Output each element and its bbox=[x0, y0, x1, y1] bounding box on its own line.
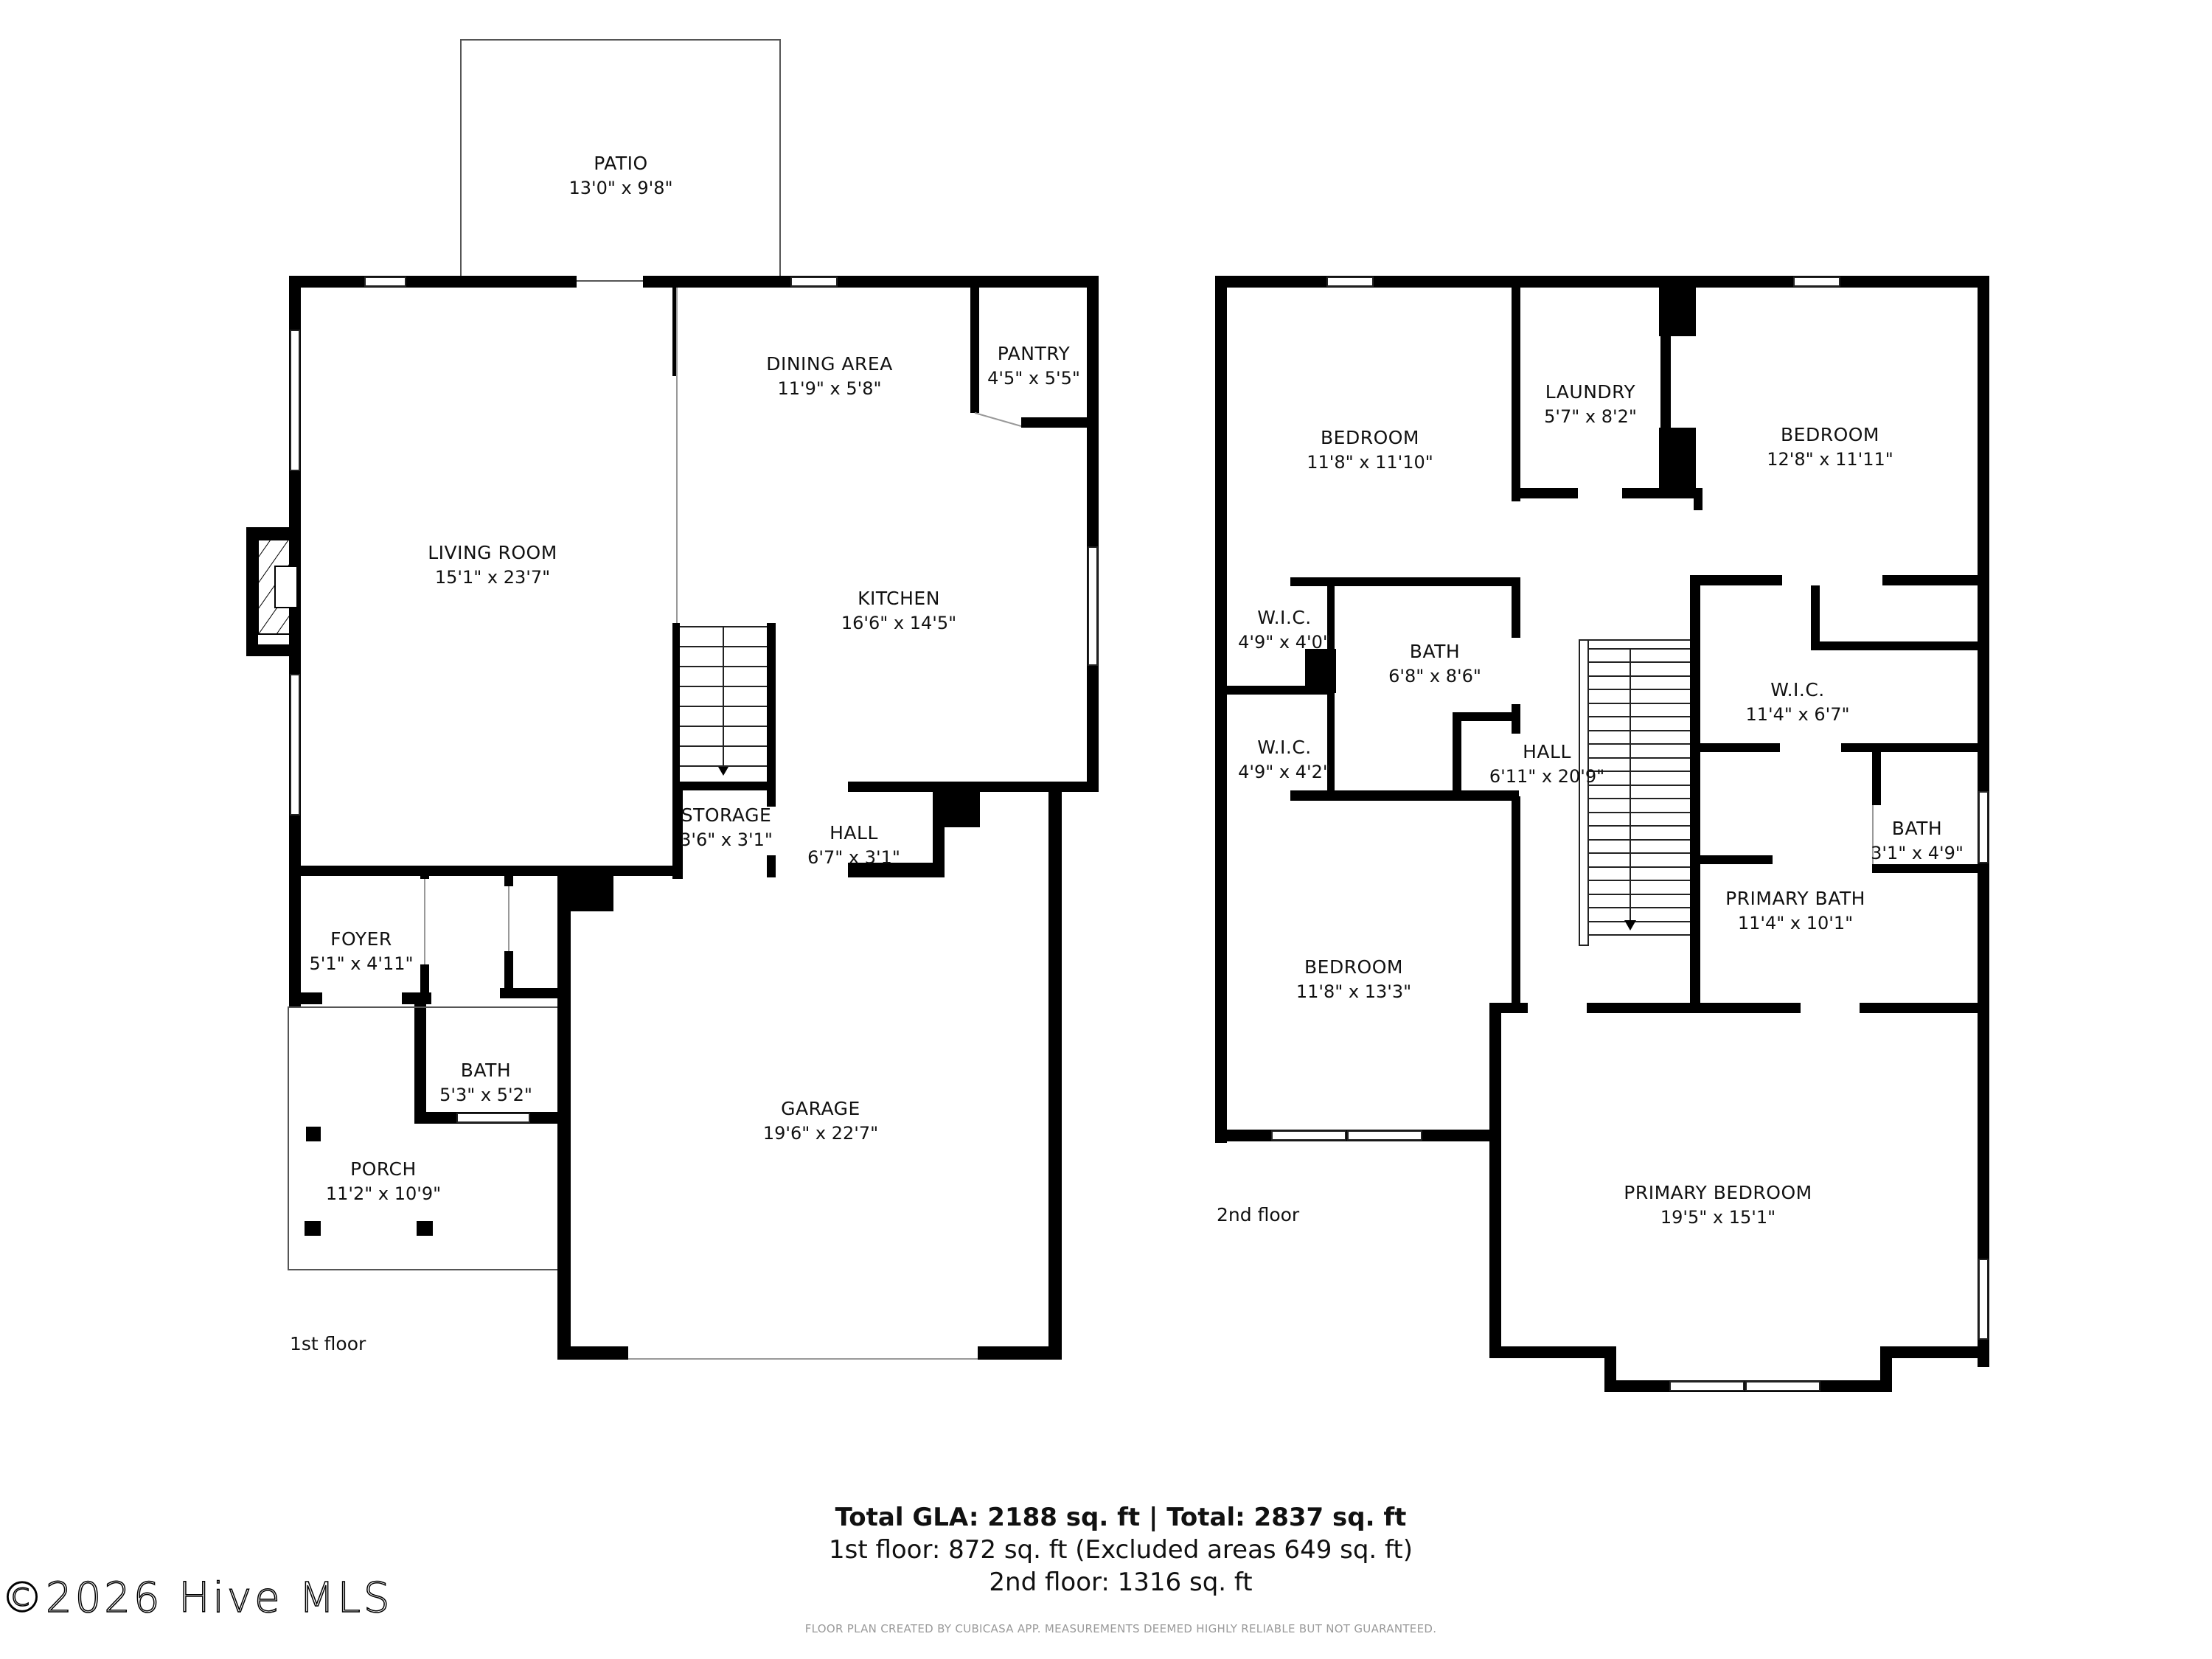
room-wic: W.I.C. 11'4" x 6'7" bbox=[1745, 678, 1849, 726]
window bbox=[1793, 276, 1840, 287]
window bbox=[456, 1113, 530, 1123]
room-bath: BATH 3'1" x 4'9" bbox=[1871, 816, 1964, 865]
room-dimensions: 4'5" x 5'5" bbox=[987, 367, 1080, 389]
room-bath: BATH 6'8" x 8'6" bbox=[1388, 639, 1481, 688]
room-name: W.I.C. bbox=[1257, 736, 1312, 758]
window bbox=[790, 276, 838, 287]
window bbox=[1088, 546, 1098, 666]
room-name: BATH bbox=[1409, 640, 1461, 662]
room-dimensions: 13'0" x 9'8" bbox=[568, 177, 673, 198]
room-bedroom: BEDROOM 11'8" x 13'3" bbox=[1296, 955, 1411, 1004]
room-kitchen: KITCHEN 16'6" x 14'5" bbox=[841, 586, 956, 635]
room-name: FOYER bbox=[330, 928, 392, 950]
room-laundry: LAUNDRY 5'7" x 8'2" bbox=[1544, 380, 1637, 428]
room-wic: W.I.C. 4'9" x 4'2" bbox=[1238, 735, 1331, 784]
second-floor-plan bbox=[1215, 276, 1989, 1392]
room-dimensions: 5'3" x 5'2" bbox=[439, 1084, 532, 1105]
room-wic: W.I.C. 4'9" x 4'0" bbox=[1238, 605, 1331, 654]
room-dimensions: 19'6" x 22'7" bbox=[762, 1122, 879, 1144]
room-porch: PORCH 11'2" x 10'9" bbox=[326, 1157, 441, 1206]
first-floor-area: 1st floor: 872 sq. ft (Excluded areas 64… bbox=[828, 1535, 1413, 1565]
room-dimensions: 11'2" x 10'9" bbox=[325, 1183, 442, 1204]
room-dimensions: 6'8" x 8'6" bbox=[1388, 665, 1481, 686]
room-name: PORCH bbox=[350, 1158, 417, 1180]
room-storage: STORAGE 3'6" x 3'1" bbox=[680, 803, 773, 852]
window bbox=[1326, 276, 1374, 287]
patio-outline bbox=[460, 39, 781, 282]
room-name: PATIO bbox=[594, 152, 648, 174]
room-dimensions: 6'7" x 3'1" bbox=[807, 846, 900, 868]
room-dimensions: 15'1" x 23'7" bbox=[434, 566, 551, 588]
floor-label-first: 1st floor bbox=[290, 1333, 366, 1354]
window bbox=[290, 674, 300, 815]
room-name: HALL bbox=[830, 821, 878, 844]
room-name: BEDROOM bbox=[1321, 426, 1419, 448]
room-name: HALL bbox=[1523, 740, 1571, 762]
room-name: PANTRY bbox=[997, 342, 1071, 364]
window bbox=[1978, 1259, 1989, 1340]
area-summary: Total GLA: 2188 sq. ft | Total: 2837 sq.… bbox=[605, 1501, 1637, 1599]
porch-column bbox=[306, 1127, 321, 1141]
room-foyer: FOYER 5'1" x 4'11" bbox=[309, 927, 413, 975]
porch-column bbox=[417, 1221, 433, 1236]
room-primary-bedroom: PRIMARY BEDROOM 19'5" x 15'1" bbox=[1624, 1180, 1812, 1229]
room-living-room: LIVING ROOM 15'1" x 23'7" bbox=[428, 540, 557, 589]
room-dimensions: 12'8" x 11'11" bbox=[1767, 448, 1893, 470]
room-hall: HALL 6'7" x 3'1" bbox=[807, 821, 900, 869]
room-dimensions: 5'1" x 4'11" bbox=[309, 953, 414, 974]
room-name: W.I.C. bbox=[1257, 606, 1312, 628]
room-dining-area: DINING AREA 11'9" x 5'8" bbox=[766, 352, 893, 400]
room-dimensions: 11'8" x 13'3" bbox=[1295, 981, 1412, 1002]
room-name: PRIMARY BEDROOM bbox=[1624, 1181, 1812, 1203]
room-dimensions: 11'9" x 5'8" bbox=[777, 378, 882, 399]
stairs-icon bbox=[672, 623, 776, 789]
room-dimensions: 11'4" x 6'7" bbox=[1745, 703, 1850, 725]
room-garage: GARAGE 19'6" x 22'7" bbox=[763, 1096, 878, 1145]
floor-label-second: 2nd floor bbox=[1217, 1204, 1300, 1225]
room-dimensions: 3'6" x 3'1" bbox=[680, 829, 773, 850]
room-dimensions: 5'7" x 8'2" bbox=[1544, 406, 1637, 427]
window bbox=[364, 276, 406, 287]
room-dimensions: 16'6" x 14'5" bbox=[841, 612, 957, 633]
copyright-watermark: ©2026 Hive MLS bbox=[1, 1573, 393, 1623]
total-area: Total GLA: 2188 sq. ft | Total: 2837 sq.… bbox=[835, 1503, 1407, 1532]
window bbox=[1347, 1130, 1422, 1141]
room-bath: BATH 5'3" x 5'2" bbox=[439, 1058, 532, 1107]
room-name: BATH bbox=[1891, 817, 1943, 839]
window bbox=[1271, 1130, 1346, 1141]
room-dimensions: 3'1" x 4'9" bbox=[1871, 842, 1964, 863]
room-patio: PATIO 13'0" x 9'8" bbox=[568, 151, 672, 200]
room-pantry: PANTRY 4'5" x 5'5" bbox=[987, 341, 1080, 390]
disclaimer: FLOOR PLAN CREATED BY CUBICASA APP. MEAS… bbox=[804, 1622, 1437, 1635]
room-name: BEDROOM bbox=[1781, 423, 1879, 445]
stairs-icon bbox=[1579, 639, 1690, 946]
window bbox=[1978, 791, 1989, 863]
room-name: PRIMARY BATH bbox=[1725, 887, 1865, 909]
room-dimensions: 4'9" x 4'0" bbox=[1238, 631, 1331, 653]
window bbox=[290, 330, 300, 471]
room-name: DINING AREA bbox=[766, 352, 893, 375]
room-bedroom: BEDROOM 11'8" x 11'10" bbox=[1307, 425, 1433, 474]
room-dimensions: 6'11" x 20'9" bbox=[1489, 765, 1605, 787]
room-dimensions: 11'4" x 10'1" bbox=[1737, 912, 1854, 933]
room-dimensions: 11'8" x 11'10" bbox=[1307, 451, 1433, 473]
room-name: W.I.C. bbox=[1770, 678, 1825, 700]
room-hall: HALL 6'11" x 20'9" bbox=[1489, 740, 1604, 788]
window bbox=[1669, 1381, 1745, 1391]
room-name: LAUNDRY bbox=[1545, 380, 1636, 403]
room-name: BATH bbox=[460, 1059, 512, 1081]
room-name: LIVING ROOM bbox=[428, 541, 557, 563]
room-dimensions: 19'5" x 15'1" bbox=[1660, 1206, 1776, 1228]
room-dimensions: 4'9" x 4'2" bbox=[1238, 761, 1331, 782]
second-floor-area: 2nd floor: 1316 sq. ft bbox=[989, 1568, 1253, 1598]
room-name: STORAGE bbox=[681, 804, 772, 826]
room-primary-bath: PRIMARY BATH 11'4" x 10'1" bbox=[1725, 886, 1865, 935]
room-name: KITCHEN bbox=[858, 587, 940, 609]
window bbox=[1745, 1381, 1820, 1391]
porch-column bbox=[305, 1221, 321, 1236]
first-floor-plan bbox=[246, 39, 1099, 1360]
room-name: GARAGE bbox=[781, 1097, 860, 1119]
room-bedroom: BEDROOM 12'8" x 11'11" bbox=[1767, 422, 1893, 471]
room-name: BEDROOM bbox=[1304, 956, 1403, 978]
